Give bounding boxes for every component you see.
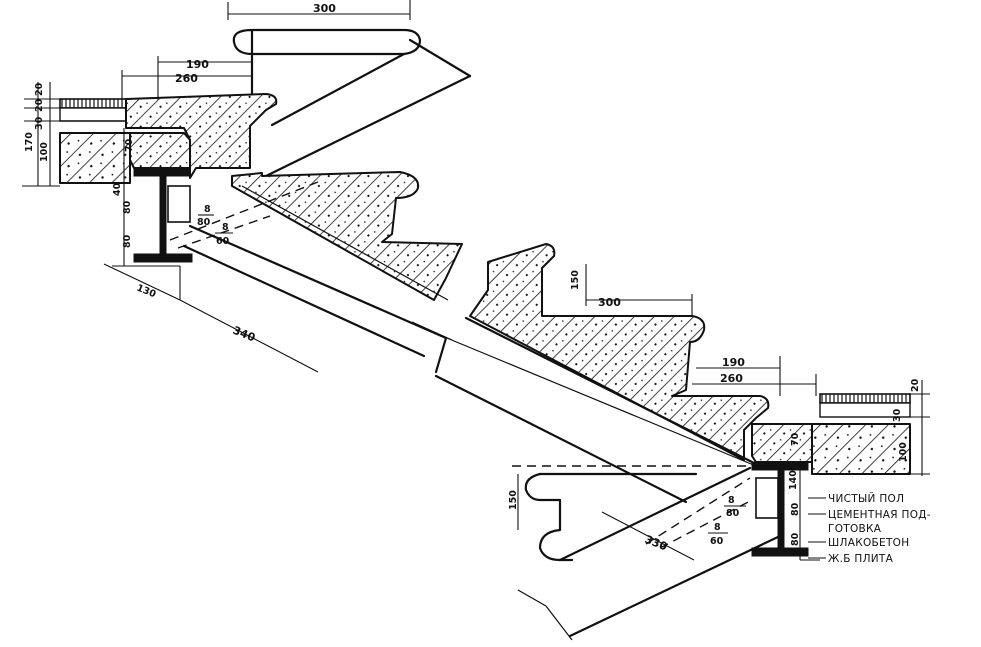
dim-left-170: 170	[24, 132, 35, 152]
dim-right-30: 30	[892, 408, 903, 422]
dim-right-80a: 80	[790, 502, 801, 516]
dim-left-40: 40	[112, 182, 123, 196]
dim-left-30: 30	[34, 116, 45, 130]
left-i-beam	[133, 167, 193, 263]
dim-left-80b: 80	[122, 234, 133, 248]
right-i-beam	[751, 461, 809, 557]
left-landing-groove	[129, 132, 191, 169]
legend-cement-screed-line1: ЦЕМЕНТНАЯ ПОД-	[828, 509, 931, 521]
dim-left-190: 190	[186, 58, 209, 71]
dim-left-340: 340	[231, 324, 257, 345]
dim-left-frac-num-b: 8	[222, 222, 229, 233]
dim-left-frac-den-a: 80	[197, 217, 211, 228]
right-landing-section	[434, 243, 930, 641]
dim-top-300: 300	[313, 2, 336, 15]
dim-left-80a: 80	[122, 200, 133, 214]
left-beam-angle	[167, 185, 191, 223]
dim-right-150b: 150	[508, 490, 519, 510]
dim-left-260: 260	[175, 72, 198, 85]
dim-right-100: 100	[898, 442, 909, 462]
dim-right-140: 140	[788, 470, 799, 490]
dim-left-frac-num-a: 8	[204, 204, 211, 215]
dim-right-frac-den-b: 60	[710, 536, 724, 547]
left-landing-section	[22, 0, 472, 373]
right-floor-slab	[811, 423, 911, 475]
lower-tread-nosing	[524, 472, 574, 562]
legend-rc-slab: Ж.Б ПЛИТА	[828, 553, 894, 565]
legend-slag-concrete: ШЛАКОБЕТОН	[828, 537, 909, 549]
dim-right-150a: 150	[570, 270, 581, 290]
dim-right-frac-den-a: 80	[726, 508, 740, 519]
dim-right-300: 300	[598, 296, 621, 309]
right-beam-angle	[755, 477, 779, 519]
dim-left-100: 100	[39, 142, 50, 162]
legend-finish-floor: ЧИСТЫЙ ПОЛ	[828, 492, 904, 505]
dim-left-frac-den-b: 60	[216, 236, 230, 247]
dim-right-70: 70	[790, 432, 801, 446]
dim-right-frac-num-a: 8	[728, 495, 735, 506]
right-upper-steps	[469, 243, 770, 461]
left-floor-screed	[59, 107, 127, 122]
dim-right-frac-num-b: 8	[714, 522, 721, 533]
dim-left-20a: 20	[34, 82, 45, 96]
right-landing-groove	[751, 423, 813, 463]
right-floor-screed	[819, 402, 911, 418]
legend-cement-screed-line2: ГОТОВКА	[828, 523, 882, 535]
left-stair-steps	[231, 171, 463, 301]
right-floor-finish	[819, 393, 911, 404]
dim-left-130: 130	[135, 283, 158, 301]
dim-right-80b: 80	[790, 532, 801, 546]
dim-right-20: 20	[910, 378, 921, 392]
left-floor-finish	[59, 98, 127, 109]
left-floor-slab	[59, 132, 131, 184]
top-tread-nosing	[232, 28, 422, 59]
dim-left-70: 70	[124, 138, 135, 152]
dim-right-260: 260	[720, 372, 743, 385]
dim-right-330: 330	[643, 533, 669, 554]
dim-left-20b: 20	[34, 98, 45, 112]
dim-right-190: 190	[722, 356, 745, 369]
